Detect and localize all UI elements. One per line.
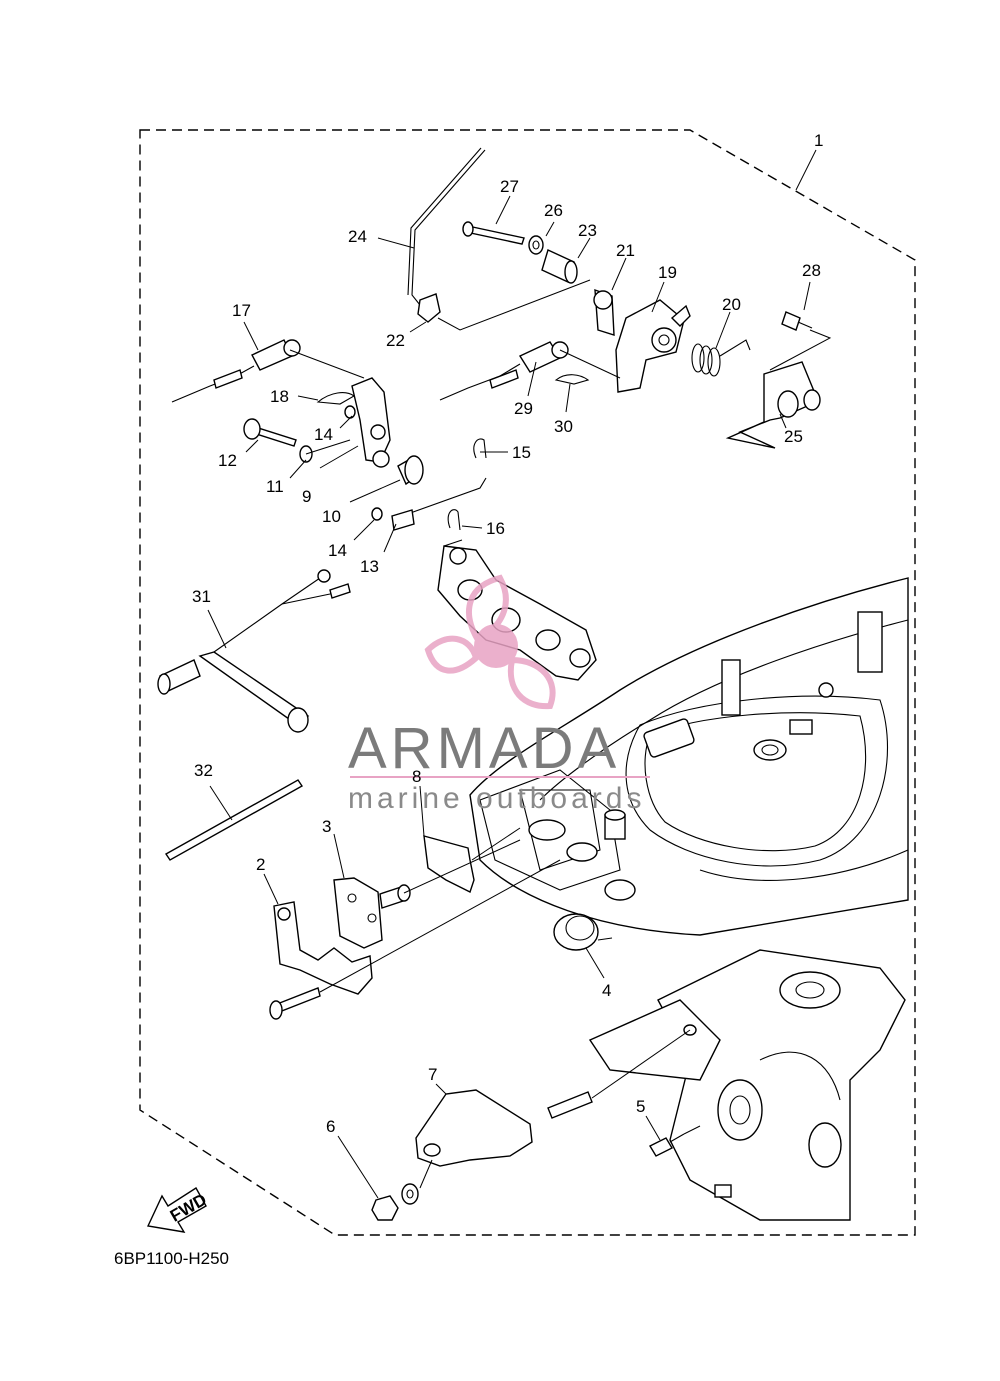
- clamp-bracket: [588, 949, 906, 1221]
- callout-4: 4: [602, 981, 611, 1000]
- callout-16: 16: [486, 519, 505, 538]
- callout-23: 23: [578, 221, 597, 240]
- callout-28: 28: [802, 261, 821, 280]
- stop-bracket: [415, 1089, 593, 1167]
- propeller-logo-icon: [424, 574, 556, 710]
- callout-19: 19: [658, 263, 677, 282]
- assembly-lines: [289, 279, 832, 1189]
- forward-direction-arrow: FWD: [146, 1187, 210, 1233]
- callout-24: 24: [348, 227, 367, 246]
- guide-plate: [423, 835, 475, 893]
- callout-1: 1: [814, 131, 823, 150]
- callout-5: 5: [636, 1097, 645, 1116]
- callout-8: 8: [412, 767, 421, 786]
- callout-22: 22: [386, 331, 405, 350]
- reference-code: 6BP1100-H250: [114, 1249, 229, 1268]
- assembly-boundary: [139, 129, 916, 1236]
- plate: [333, 877, 411, 949]
- callout-6: 6: [326, 1117, 335, 1136]
- watermark-brand: ARMADA: [348, 716, 620, 781]
- callout-32: 32: [194, 761, 213, 780]
- nut-and-washer: [371, 1183, 419, 1221]
- rod: [164, 779, 304, 861]
- callout-12: 12: [218, 451, 237, 470]
- callout-14-upper: 14: [314, 425, 333, 444]
- bottom-cowling: [469, 577, 909, 936]
- callout-30: 30: [554, 417, 573, 436]
- callout-15: 15: [512, 443, 531, 462]
- callout-21: 21: [616, 241, 635, 260]
- leader-lines: [207, 149, 817, 1199]
- callout-26: 26: [544, 201, 563, 220]
- callout-11: 11: [266, 477, 284, 496]
- wire-lead: [157, 569, 351, 733]
- callout-13: 13: [360, 557, 379, 576]
- callout-2: 2: [256, 855, 265, 874]
- callout-9: 9: [302, 487, 311, 506]
- throttle-shift-linkage: [171, 147, 821, 681]
- grease-fitting: [649, 1133, 685, 1157]
- callout-7: 7: [428, 1065, 437, 1084]
- callout-27: 27: [500, 177, 519, 196]
- callout-18: 18: [270, 387, 289, 406]
- callout-10: 10: [322, 507, 341, 526]
- callout-31: 31: [192, 587, 211, 606]
- watermark-tagline: marine outboards: [348, 782, 645, 815]
- grommet: [553, 913, 599, 951]
- watermark: ARMADA marine outboards: [348, 574, 650, 815]
- callout-17: 17: [232, 301, 251, 320]
- callout-labels: 1 2 3 4 5 6 7 8 9 10 11 12 13 14 14 15 1…: [192, 131, 823, 1136]
- shift-bracket: [269, 901, 373, 1020]
- callout-14-lower: 14: [328, 541, 347, 560]
- callout-20: 20: [722, 295, 741, 314]
- callout-29: 29: [514, 399, 533, 418]
- callout-25: 25: [784, 427, 803, 446]
- callout-3: 3: [322, 817, 331, 836]
